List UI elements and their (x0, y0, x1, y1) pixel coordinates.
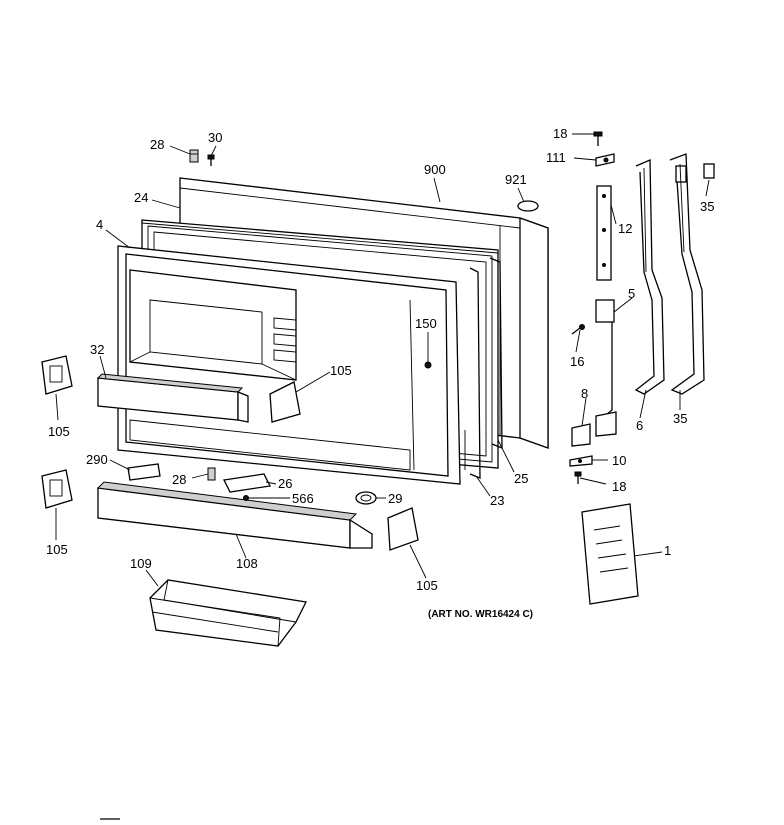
callout-921: 921 (505, 172, 527, 187)
callout-105: 105 (416, 578, 438, 593)
callout-16: 16 (570, 354, 584, 369)
callout-35: 35 (673, 411, 687, 426)
callout-labels: 28 30 900 921 18 111 35 24 12 4 5 150 16… (46, 126, 714, 620)
callout-111: 111 (546, 150, 566, 165)
callout-6: 6 (636, 418, 643, 433)
callout-18: 18 (553, 126, 567, 141)
seal-strip-23 (469, 267, 481, 479)
inner-door-liner (117, 245, 466, 485)
callout-109: 109 (130, 556, 152, 571)
callout-12: 12 (618, 221, 632, 236)
callout-32: 32 (90, 342, 104, 357)
latch-26 (223, 473, 271, 493)
callout-25: 25 (514, 471, 528, 486)
bracket-290 (127, 463, 161, 481)
screw-30 (207, 154, 215, 166)
callout-105: 105 (46, 542, 68, 557)
screw-16 (571, 324, 585, 335)
callout-5: 5 (628, 286, 635, 301)
bin-109 (149, 579, 307, 647)
callout-900: 900 (424, 162, 446, 177)
callout-26: 26 (278, 476, 292, 491)
screw-18-bottom (574, 471, 582, 484)
handle-6 (634, 159, 665, 395)
callout-28: 28 (150, 137, 164, 152)
end-cap-105-center (269, 381, 301, 423)
callout-1: 1 (664, 543, 671, 558)
shelf-bar-32 (96, 373, 249, 423)
seal-strip-25 (489, 257, 503, 449)
art-number: (ART NO. WR16424 C) (428, 609, 533, 620)
plug-150 (424, 361, 432, 369)
callout-108: 108 (236, 556, 258, 571)
callout-29: 29 (388, 491, 402, 506)
shelf-bar-108 (96, 481, 373, 549)
screw-18-top (593, 131, 603, 146)
callout-4: 4 (96, 217, 103, 232)
end-cap-105-top-left (41, 355, 73, 395)
grommet-29 (355, 491, 377, 505)
callout-24: 24 (134, 190, 148, 205)
end-cap-35 (703, 163, 715, 179)
callout-566: 566 (292, 491, 314, 506)
end-cap-105-bottom (387, 507, 419, 551)
hinge-cap-111 (595, 153, 615, 167)
hinge-plate-12 (596, 185, 612, 281)
stop-8 (571, 423, 591, 447)
callout-35: 35 (700, 199, 714, 214)
hinge-5 (595, 299, 617, 437)
callout-28: 28 (172, 472, 186, 487)
owners-manual (581, 503, 639, 605)
screw-566 (243, 495, 249, 501)
callout-105: 105 (48, 424, 70, 439)
screw-28 (189, 149, 199, 163)
end-cap-105-bottom-left (41, 469, 73, 509)
callout-8: 8 (581, 386, 588, 401)
bracket-10 (569, 455, 593, 467)
callout-30: 30 (208, 130, 222, 145)
callout-105: 105 (330, 363, 352, 378)
callout-23: 23 (490, 493, 504, 508)
callout-10: 10 (612, 453, 626, 468)
handle-35 (669, 153, 705, 395)
callout-18: 18 (612, 479, 626, 494)
callout-150: 150 (415, 316, 437, 331)
callout-290: 290 (86, 452, 108, 467)
screw-28-lower (207, 467, 216, 481)
leader-lines (55, 133, 710, 587)
